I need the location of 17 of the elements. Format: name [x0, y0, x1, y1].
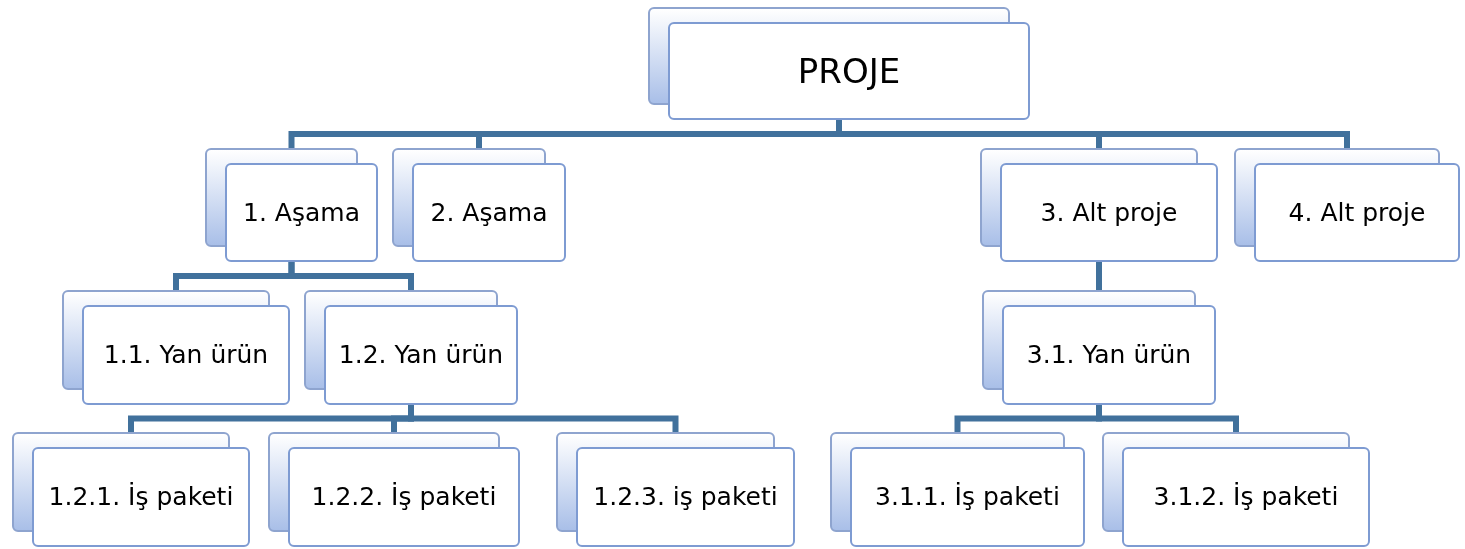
- stacked-box: 3.1. Yan ürün: [982, 290, 1216, 405]
- stacked-box: 3. Alt proje: [980, 148, 1218, 262]
- stacked-box: 1.2.3. iş paketi: [556, 432, 795, 547]
- stacked-box: 1. Aşama: [205, 148, 378, 262]
- stacked-box: PROJE: [648, 7, 1030, 120]
- stacked-box: 1.2.1. İş paketi: [12, 432, 250, 547]
- stacked-box: 4. Alt proje: [1234, 148, 1460, 262]
- stacked-box: 1.2. Yan ürün: [304, 290, 518, 405]
- connector-line: [408, 405, 679, 432]
- stacked-box: 1.2.2. İş paketi: [268, 432, 520, 547]
- stacked-box: 3.1.1. İş paketi: [830, 432, 1085, 547]
- connector-line: [288, 262, 414, 290]
- stacked-box: 3.1.2. İş paketi: [1102, 432, 1370, 547]
- stacked-box: 2. Aşama: [392, 148, 566, 262]
- connector-line: [1096, 405, 1239, 432]
- connector-line: [1096, 262, 1102, 290]
- stacked-box: 1.1. Yan ürün: [62, 290, 290, 405]
